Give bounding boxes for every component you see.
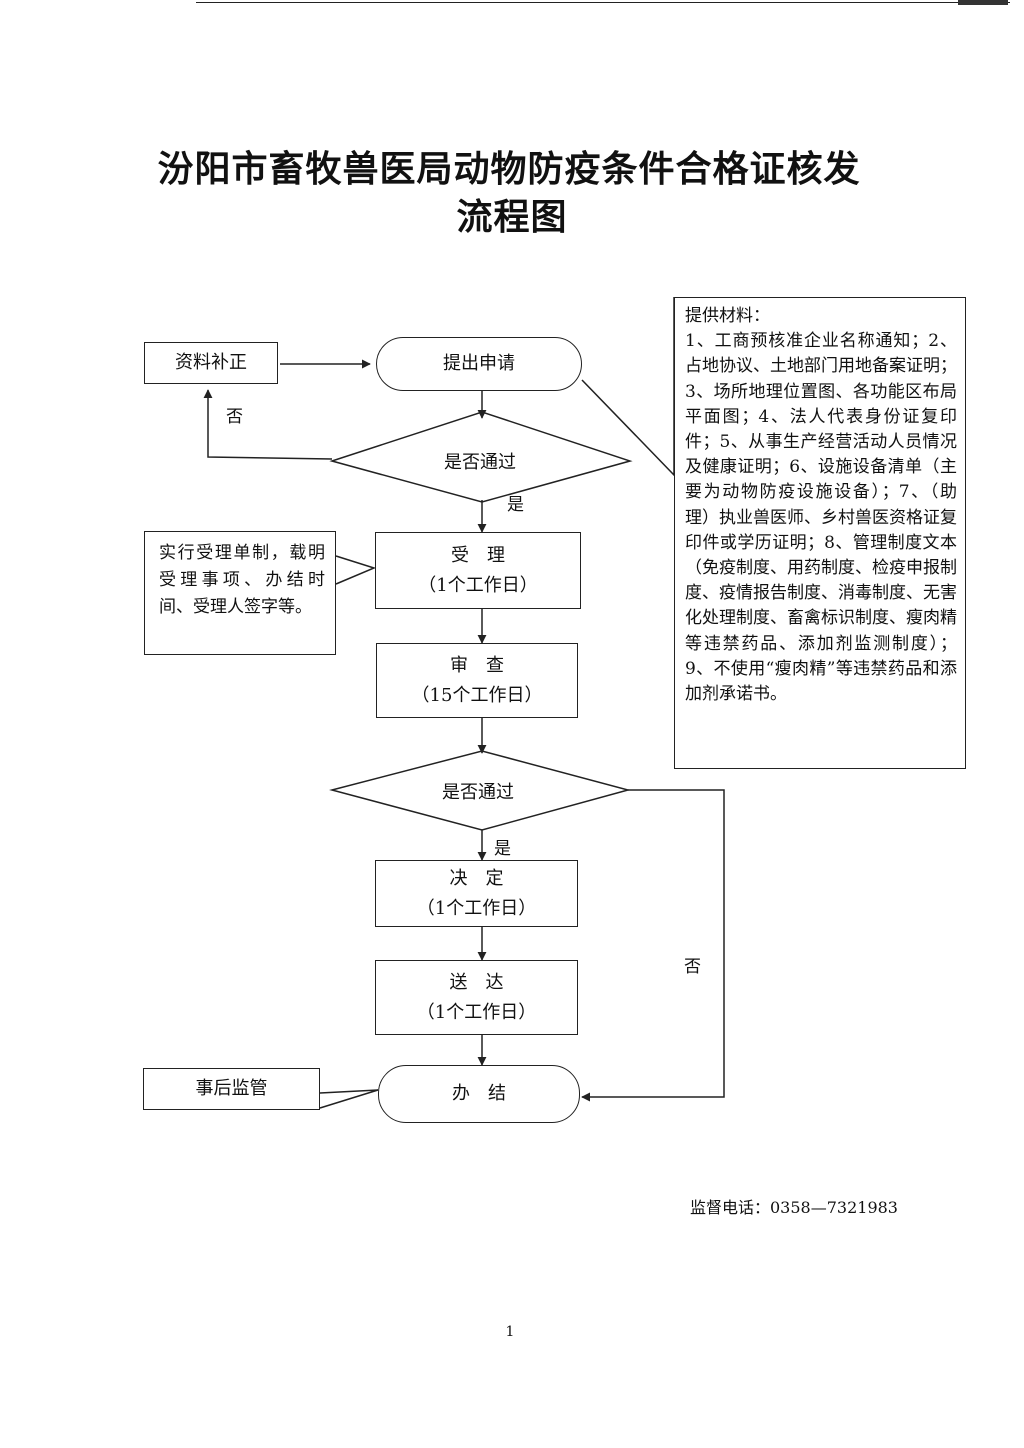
page-title: 汾阳市畜牧兽医局动物防疫条件合格证核发 <box>157 148 861 190</box>
node-apply-label: 提出申请 <box>443 353 515 374</box>
node-deliver-time: （1个工作日） <box>416 1001 537 1023</box>
node-decide-time: （1个工作日） <box>416 897 537 919</box>
callout-supervise-connector <box>319 1089 379 1109</box>
node-review-label: 审 查 <box>450 654 504 676</box>
node-supervise-label: 事后监管 <box>195 1078 268 1099</box>
decision-2-label: 是否通过 <box>442 782 514 803</box>
top-rule <box>196 2 1010 3</box>
label-no-1: 否 <box>226 407 243 427</box>
note-accept: 实行受理单制，载明受理事项、办结时间、受理人签字等。 <box>144 531 336 655</box>
note-materials: 提供材料： 1、工商预核准企业名称通知；2、占地协议、土地部门用地备案证明；3、… <box>674 297 966 769</box>
node-supervise: 事后监管 <box>143 1068 320 1110</box>
node-accept-label: 受 理 <box>451 544 505 566</box>
arrow-check2-reject <box>581 789 725 1102</box>
node-finish-label: 办 结 <box>452 1083 506 1104</box>
node-deliver-label: 送 达 <box>449 971 504 993</box>
scan-mark <box>958 0 1008 5</box>
callout-accept-connector <box>335 555 377 585</box>
label-yes-1: 是 <box>507 495 524 515</box>
node-accept-time: （1个工作日） <box>418 574 538 596</box>
callout-materials-connector <box>581 297 675 477</box>
node-accept: 受 理 （1个工作日） <box>375 532 581 609</box>
label-no-2: 否 <box>684 957 701 977</box>
node-review-time: （15个工作日） <box>411 684 543 706</box>
decision-diamond-1 <box>329 411 633 503</box>
arrow-check1-reject <box>203 389 333 460</box>
node-supplement-label: 资料补正 <box>175 352 247 373</box>
node-supplement: 资料补正 <box>144 342 278 384</box>
node-apply: 提出申请 <box>376 337 582 391</box>
supervision-phone: 监督电话：0358—7321983 <box>690 1198 898 1217</box>
page-subtitle: 流程图 <box>456 196 568 238</box>
node-finish: 办 结 <box>378 1065 580 1123</box>
decision-1-label: 是否通过 <box>444 452 516 473</box>
node-decide-label: 决 定 <box>449 867 504 889</box>
node-decide: 决 定 （1个工作日） <box>375 860 578 927</box>
page-number: 1 <box>505 1324 515 1340</box>
label-yes-2: 是 <box>494 839 511 859</box>
node-deliver: 送 达 （1个工作日） <box>375 960 578 1035</box>
node-review: 审 查 （15个工作日） <box>376 643 578 718</box>
